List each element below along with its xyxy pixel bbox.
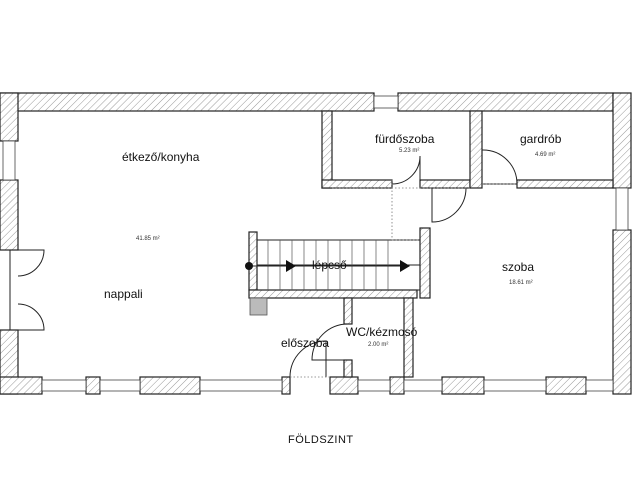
hall-entry-door-swing [289,340,327,378]
wc-door-swing [311,323,349,361]
hall-door-swing [431,187,467,223]
wall-stair-bottom [248,289,418,299]
label-living: nappali [104,287,143,301]
wall-bottom-3 [139,376,201,395]
window-top [373,95,399,109]
wall-bath-bottom-l [321,179,393,189]
stair-arrow-1 [286,260,296,272]
area-wardrobe: 4.69 m² [535,152,555,158]
window-bottom-6 [483,379,547,392]
entrance-door-swing-top [17,249,45,277]
wall-bottom-6 [389,376,405,395]
wall-bath-right [469,110,483,189]
wall-bath-bottom-r [419,179,471,189]
window-bottom-4 [357,379,391,392]
wall-stair-right [419,227,431,299]
wall-stair-left [248,231,258,291]
wall-wc-right [403,297,414,378]
doors [9,149,518,378]
stair-arrow-2 [400,260,410,272]
wall-right-lower [612,229,632,395]
wall-bottom-7 [441,376,485,395]
interior-walls [248,110,614,378]
wall-bottom-8 [545,376,587,395]
wardrobe-door-swing [481,149,518,185]
staircase [245,239,421,291]
area-wc: 2.00 m² [368,342,388,348]
label-stairs: lépcső [312,258,347,272]
label-bathroom: fürdőszoba [375,132,435,146]
window-bottom-3 [199,379,283,392]
wall-bath-left [321,110,333,189]
label-hall: előszoba [281,336,329,350]
wall-top-left [0,92,375,112]
wall-left-upper [0,92,19,142]
label-wardrobe: gardrób [520,132,562,146]
window-bottom-2 [99,379,141,392]
window-bottom-7 [585,379,614,392]
wall-bottom-5 [329,376,359,395]
label-wc: WC/kézmosó [346,325,418,339]
dotted-lines [290,180,517,378]
wall-wc-left [343,297,353,325]
windows [2,95,629,392]
window-bottom-1 [41,379,87,392]
wall-bottom-2 [85,376,101,395]
label-room: szoba [502,260,534,274]
wall-bottom-1 [0,376,43,395]
wall-wc-left-low [343,359,353,378]
area-bathroom: 5.23 m² [399,148,419,154]
stair-start-dot [245,262,253,270]
wall-right-upper [612,92,632,189]
entrance-door-swing-bottom [17,303,45,331]
wall-left-mid [0,179,19,251]
area-room: 18.61 m² [509,280,533,286]
outer-walls [0,92,632,395]
wall-wardrobe-bottom [516,179,614,189]
window-bottom-5 [403,379,443,392]
label-kitchen: étkező/konyha [122,150,200,164]
stair-block [249,297,268,316]
area-kitchen: 41.85 m² [136,236,160,242]
window-right [615,187,629,231]
plan-caption: FÖLDSZINT [288,434,354,446]
wall-top-right [397,92,614,112]
window-left-1 [2,140,16,181]
wall-bottom-4 [281,376,291,395]
bath-door-swing [391,155,421,185]
